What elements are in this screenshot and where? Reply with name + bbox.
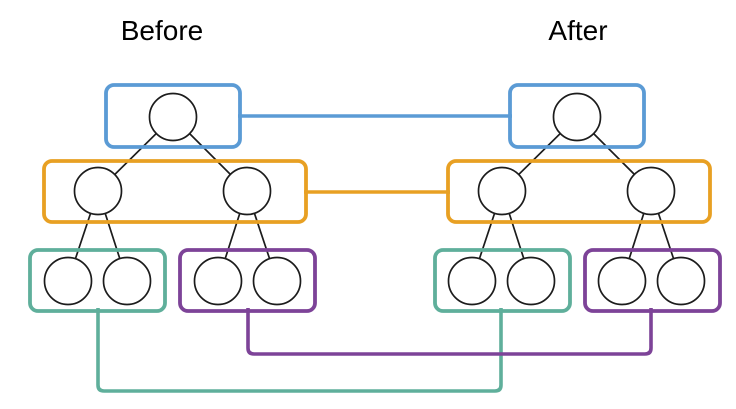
after-tree-node — [506, 256, 556, 306]
after-tree-node — [552, 92, 602, 142]
teal-leaf-connector — [96, 308, 503, 393]
after-tree-node — [597, 256, 647, 306]
purple-leaf-connector — [246, 308, 653, 356]
before-tree-node — [102, 256, 152, 306]
before-tree-node — [193, 256, 243, 306]
after-tree-leaf-right-box — [583, 248, 722, 313]
before-tree-node — [43, 256, 93, 306]
before-tree-root-box — [104, 83, 242, 149]
before-tree-node — [252, 256, 302, 306]
before-tree-internal-box — [42, 159, 308, 224]
before-label: Before — [120, 15, 204, 46]
after-tree-node — [656, 256, 706, 306]
before-tree-node — [73, 166, 123, 216]
after-tree-root-box — [508, 83, 646, 149]
before-tree-node — [222, 166, 272, 216]
after-tree-internal-box — [446, 159, 712, 224]
after-label: After — [548, 15, 608, 46]
after-tree-leaf-left-box — [433, 248, 572, 313]
before-tree-node — [148, 92, 198, 142]
before-tree-leaf-right-box — [178, 248, 317, 313]
after-tree-node — [626, 166, 676, 216]
before-tree-leaf-left-box — [28, 248, 167, 313]
after-tree-node — [447, 256, 497, 306]
after-tree-node — [477, 166, 527, 216]
